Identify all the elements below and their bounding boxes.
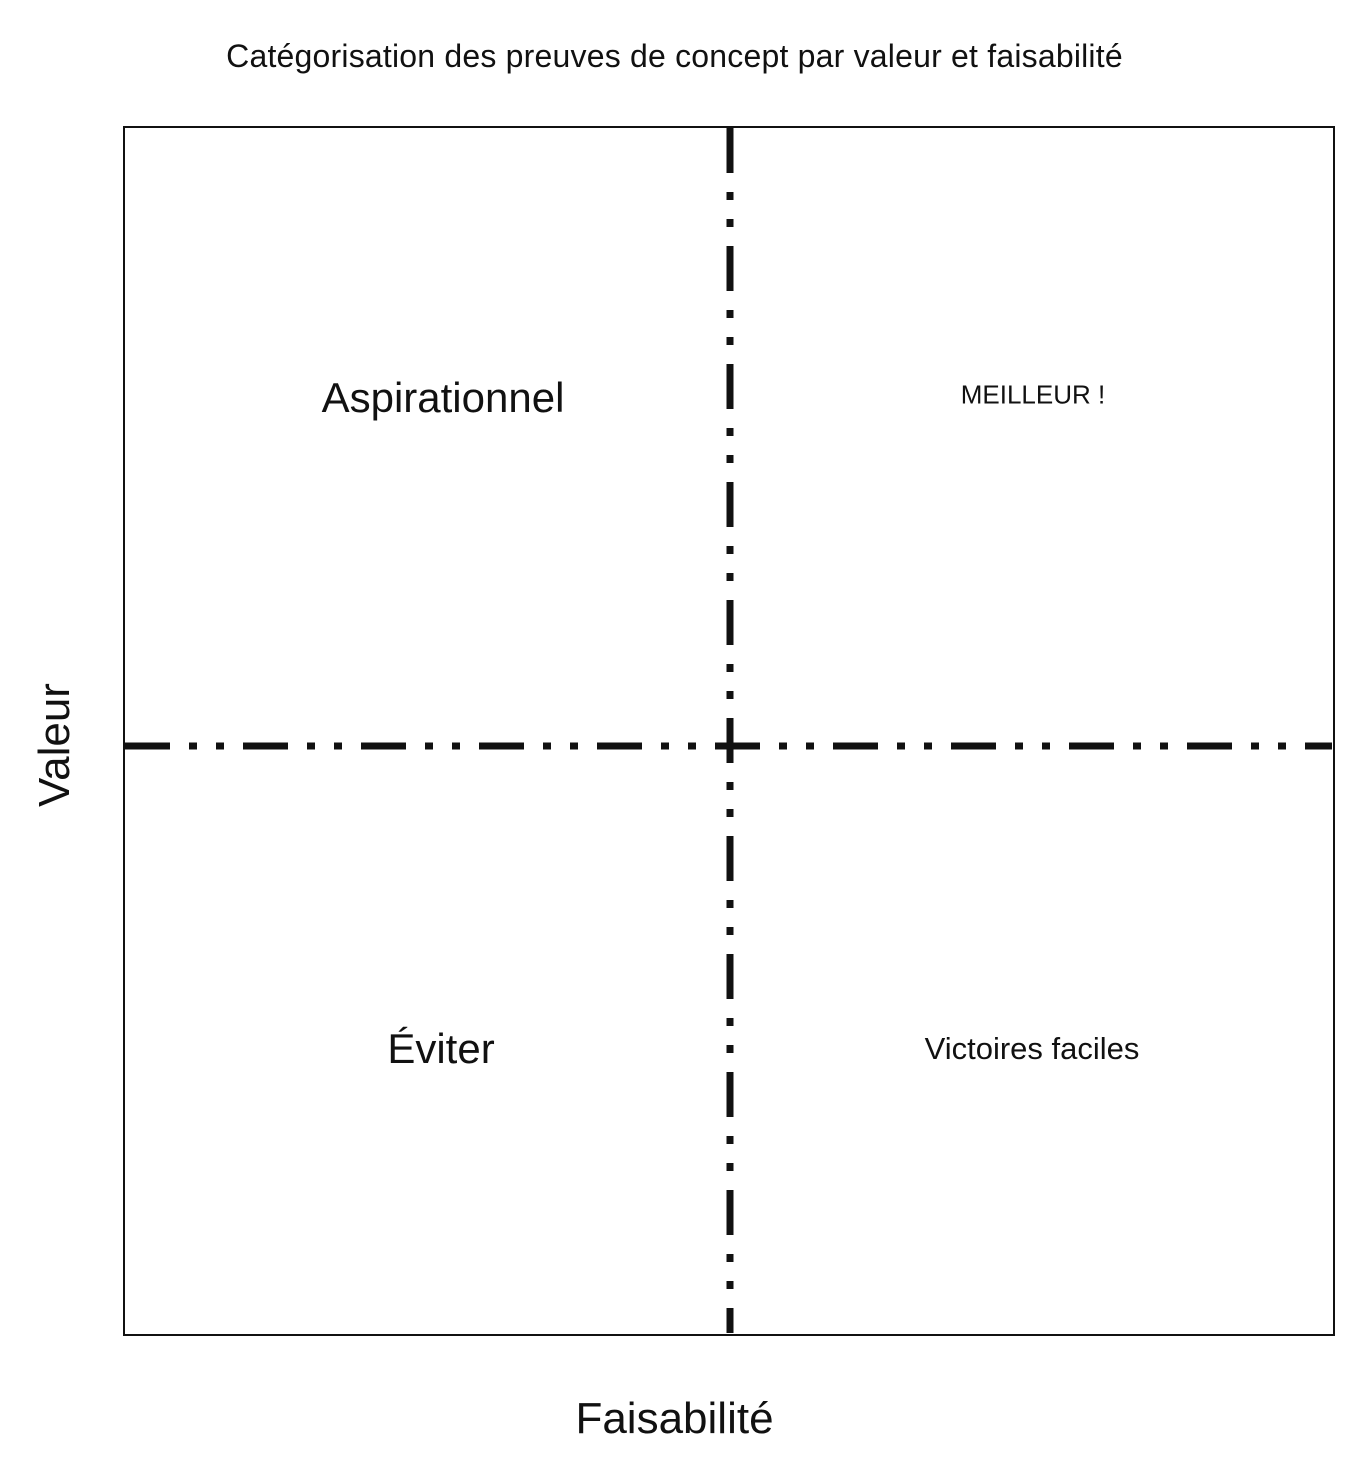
- x-axis-label: Faisabilité: [575, 1394, 774, 1443]
- quadrant-label-top-left: Aspirationnel: [321, 374, 565, 421]
- quadrant-label-bottom-right: Victoires faciles: [924, 1031, 1140, 1066]
- diagram-title: Catégorisation des preuves de concept pa…: [226, 38, 1123, 74]
- matrix-plot-area: [123, 126, 1335, 1336]
- quadrant-label-top-right: MEILLEUR !: [960, 379, 1106, 410]
- quadrant-label-bottom-left: Éviter: [387, 1025, 495, 1072]
- y-axis-label: Valeur: [30, 683, 79, 807]
- quadrant-divider-lines: [125, 128, 1332, 1333]
